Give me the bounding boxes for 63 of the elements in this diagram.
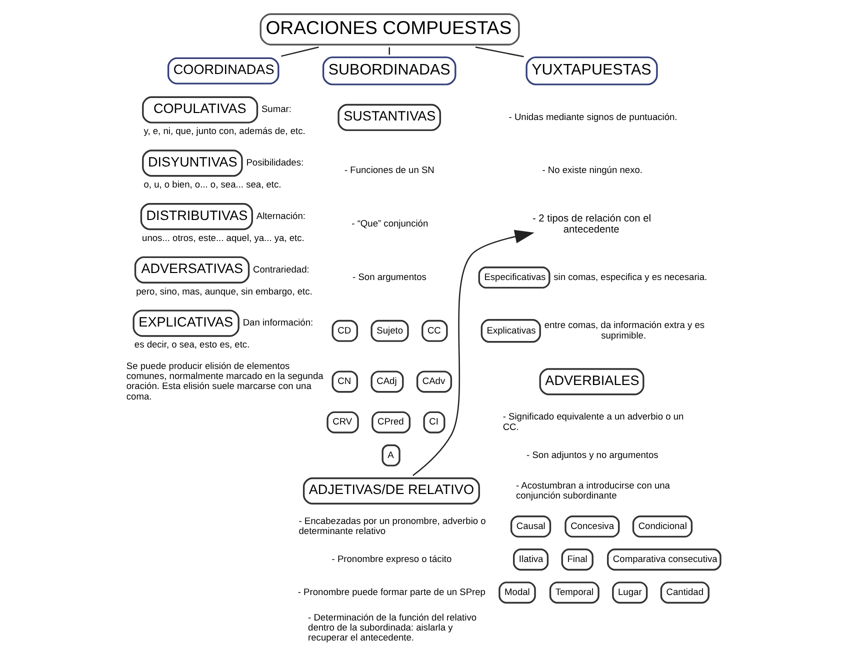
node-box: CAdv	[416, 370, 452, 393]
node-box: A	[381, 444, 400, 466]
node-box: CPred	[371, 411, 410, 434]
node-box: ORACIONES COMPUESTAS	[259, 13, 520, 46]
label: - “Que” conjunción	[351, 218, 428, 229]
node-box: COORDINADAS	[166, 57, 279, 84]
node-label: pero, sino, mas, aunque, sin embargo, etc.	[136, 286, 312, 296]
connector	[474, 46, 524, 58]
node-box: SUSTANTIVAS	[337, 104, 441, 132]
node-box: ADVERBIALES	[538, 368, 644, 396]
label: - Pronombre expreso o tácito	[331, 554, 452, 564]
node-box: Ilativa	[512, 548, 548, 571]
node-box: SUBORDINADAS	[322, 56, 456, 86]
node-box: Comparativa consecutiva	[606, 548, 721, 571]
label: - Significado equivalente a un adverbio o un CC.	[502, 412, 684, 432]
label: - No existe ningún nexo.	[542, 165, 642, 176]
node-label: unos... otros, este... aquel, ya... ya, etc.	[142, 232, 304, 243]
connector	[280, 46, 318, 57]
label: Se puede producir elisión de elementos comunes, normalmente marcado en la segunda oración. Esta elisión suele marcarse con una coma.	[126, 360, 323, 402]
node-label: es decir, o sea, esto es, etc.	[134, 340, 250, 350]
node-box: Sujeto	[370, 320, 408, 342]
node-box: DISTRIBUTIVAS	[140, 203, 252, 230]
node-box: Especificativas	[478, 266, 550, 289]
node-box: Lugar	[612, 582, 648, 604]
node-label: sin comas, especifica y es necesaria.	[553, 272, 707, 282]
node-box: DISYUNTIVAS	[142, 150, 242, 177]
node-box: Concesiva	[564, 516, 620, 538]
node-box: Cantidad	[660, 582, 709, 604]
node-box: Causal	[510, 516, 551, 538]
node-label: Sumar:	[260, 104, 291, 114]
node-label: Alternación:	[256, 210, 305, 221]
label: - Funciones de un SN	[344, 165, 434, 176]
label: - Son argumentos	[352, 272, 426, 282]
node-box: CC	[421, 320, 448, 342]
node-label: entre comas, da información extra y es suprimible.	[544, 320, 704, 340]
node-box: EXPLICATIVAS	[132, 310, 239, 337]
node-box: Explicativas	[480, 319, 540, 343]
node-box: CRV	[326, 411, 358, 434]
label: - Encabezadas por un pronombre, adverbio o determinante relativo	[298, 516, 486, 536]
node-label: Posibilidades:	[246, 158, 304, 168]
node-text: - 2 tipos de relación con el antecedente	[532, 213, 651, 236]
label: - Son adjuntos y no argumentos	[526, 450, 658, 460]
node-box: Modal	[498, 582, 536, 604]
label: - Pronombre puede formar parte de un SPrep	[297, 586, 485, 597]
node-box: COPULATIVAS	[142, 96, 258, 124]
node-box: ADJETIVAS/DE RELATIVO	[302, 477, 480, 504]
node-box: CAdj	[370, 370, 404, 393]
node-label: o, u, o bien, o... o, sea... sea, etc.	[143, 180, 281, 190]
node-box: CN	[331, 370, 358, 393]
node-box: YUXTAPUESTAS	[525, 56, 658, 86]
node-box: ADVERSATIVAS	[134, 256, 250, 284]
node-box: Final	[560, 548, 593, 571]
node-box: Condicional	[632, 516, 692, 538]
node-box: Temporal	[548, 582, 599, 604]
label: - Acostumbran a introducirse con una conjunción subordinante	[515, 480, 670, 500]
connector	[388, 47, 390, 55]
node-label: Dan información:	[242, 318, 313, 328]
node-label: y, e, ni, que, junto con, además de, etc.	[143, 126, 305, 136]
label: - Unidas mediante signos de puntuación.	[508, 112, 677, 122]
arrow	[412, 230, 534, 476]
node-box: CD	[331, 320, 358, 342]
label: - Determinación de la función del relativo dentro de la subordinada: aislarla y recuperar el antecedente.	[308, 612, 476, 643]
node-label: Contrariedad:	[252, 264, 309, 274]
